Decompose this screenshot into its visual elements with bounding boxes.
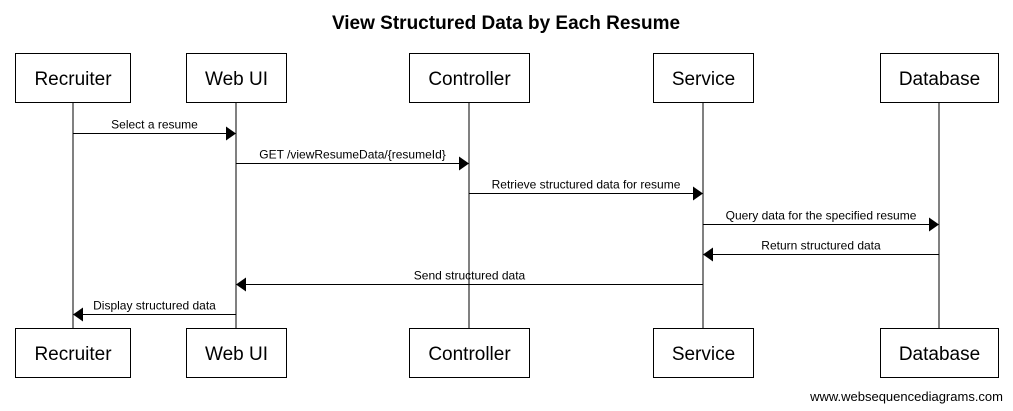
arrowhead-icon	[459, 156, 469, 171]
watermark-text[interactable]: www.websequencediagrams.com	[809, 389, 1003, 404]
participant-box	[880, 328, 999, 378]
participant-label: Recruiter	[34, 69, 112, 90]
participant-webui-top: Web UI	[186, 53, 287, 103]
message-5: Return structured data	[703, 239, 939, 262]
participant-label: Database	[899, 69, 980, 90]
message-6: Send structured data	[236, 269, 703, 292]
message-7: Display structured data	[73, 299, 236, 322]
participant-box	[653, 328, 754, 378]
message-label: Return structured data	[761, 239, 881, 253]
message-label: Display structured data	[93, 299, 216, 313]
participant-label: Service	[672, 344, 735, 365]
message-label: GET /viewResumeData/{resumeId}	[259, 148, 446, 162]
participant-webui-bottom: Web UI	[186, 328, 287, 378]
participant-box	[186, 328, 287, 378]
message-3: Retrieve structured data for resume	[469, 178, 703, 201]
participant-label: Web UI	[205, 344, 268, 365]
participant-database-bottom: Database	[880, 328, 999, 378]
participant-label: Recruiter	[34, 344, 112, 365]
participant-box	[880, 53, 999, 103]
participant-recruiter-bottom: Recruiter	[15, 328, 131, 378]
participant-label: Controller	[428, 344, 511, 365]
participants-bottom: Recruiter Web UI Controller Service Database	[15, 328, 999, 378]
message-label: Send structured data	[414, 269, 526, 283]
arrowhead-icon	[73, 307, 83, 322]
message-2: GET /viewResumeData/{resumeId}	[236, 148, 469, 171]
diagram-title: View Structured Data by Each Resume	[332, 13, 680, 34]
participant-label: Service	[672, 69, 735, 90]
participants-top: Recruiter Web UI Controller Service Database	[15, 53, 999, 103]
participant-box	[409, 328, 530, 378]
message-label: Retrieve structured data for resume	[492, 178, 681, 192]
message-4: Query data for the specified resume	[703, 209, 939, 232]
participant-label: Database	[899, 344, 980, 365]
arrowhead-icon	[236, 277, 246, 292]
arrowhead-icon	[226, 126, 236, 141]
participant-service-bottom: Service	[653, 328, 754, 378]
participant-controller-bottom: Controller	[409, 328, 530, 378]
participant-box	[15, 53, 131, 103]
arrowhead-icon	[693, 186, 703, 201]
participant-database-top: Database	[880, 53, 999, 103]
participant-label: Controller	[428, 69, 511, 90]
participant-service-top: Service	[653, 53, 754, 103]
arrowhead-icon	[929, 217, 939, 232]
message-1: Select a resume	[73, 118, 236, 141]
lifelines	[72, 102, 940, 328]
participant-box	[653, 53, 754, 103]
participant-label: Web UI	[205, 69, 268, 90]
message-label: Select a resume	[111, 118, 198, 132]
participant-box	[409, 53, 530, 103]
participant-box	[15, 328, 131, 378]
participant-controller-top: Controller	[409, 53, 530, 103]
participant-box	[186, 53, 287, 103]
arrowhead-icon	[703, 247, 713, 262]
message-label: Query data for the specified resume	[726, 209, 917, 223]
participant-recruiter-top: Recruiter	[15, 53, 131, 103]
